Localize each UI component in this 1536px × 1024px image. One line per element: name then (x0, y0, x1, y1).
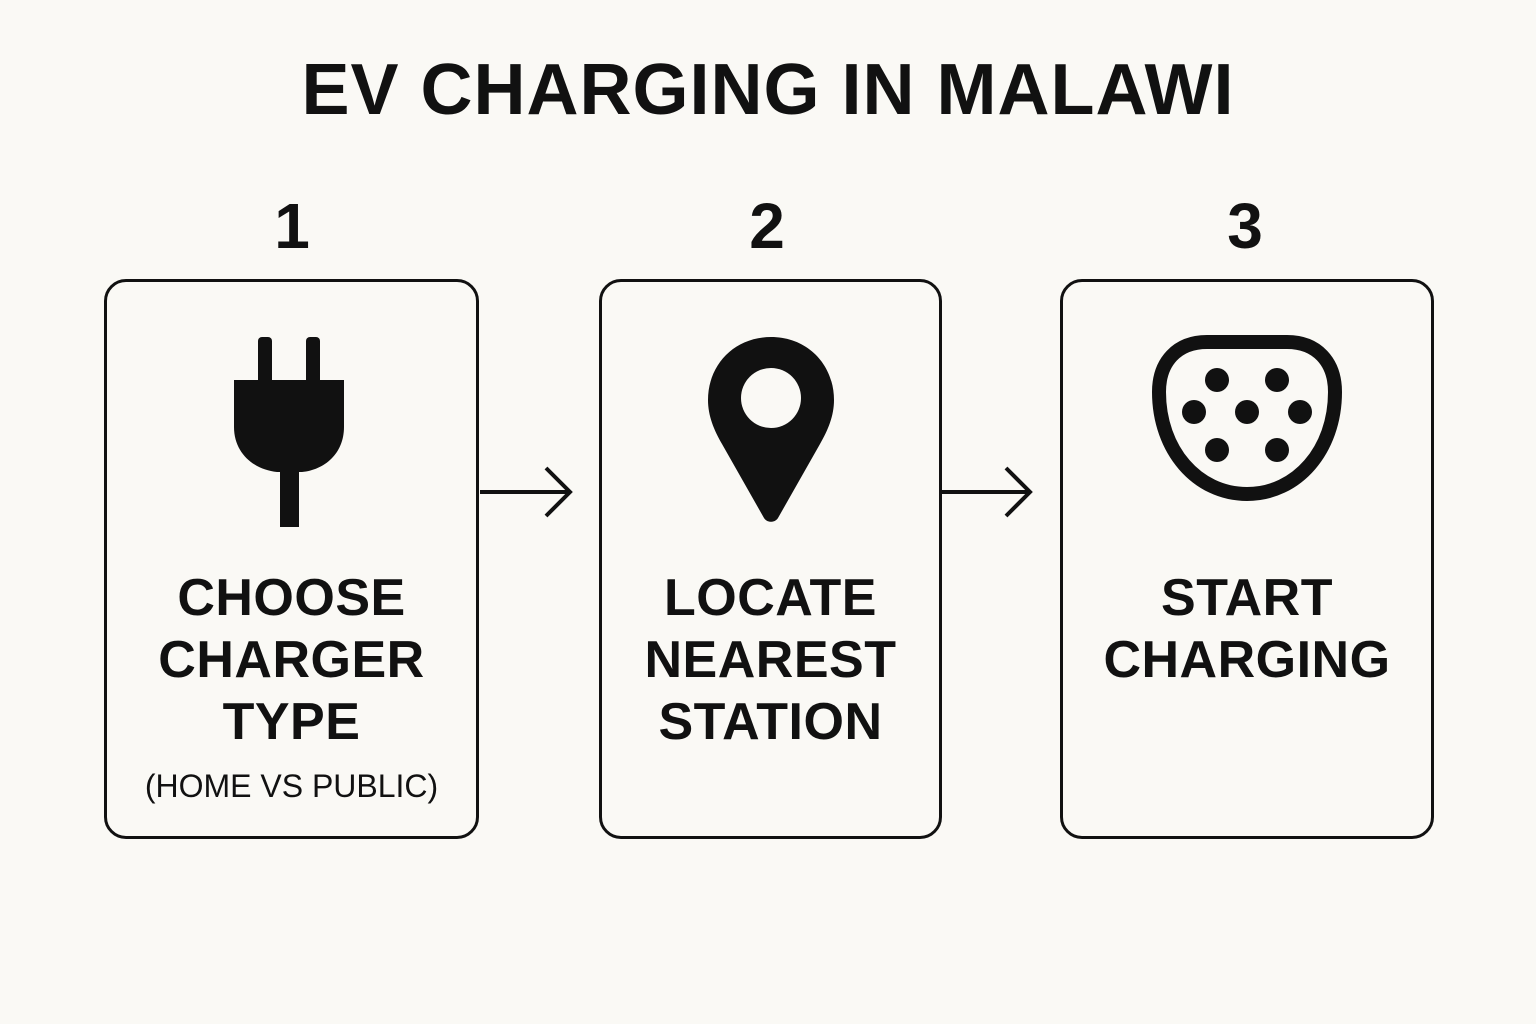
charging-connector-icon (1063, 282, 1431, 542)
page-title: EV CHARGING IN MALAWI (301, 50, 1235, 130)
step-3-number: 3 (1227, 190, 1263, 262)
step-3-label-line-2: CHARGING (1103, 631, 1391, 689)
plug-icon (107, 282, 476, 542)
step-3-card: START CHARGING (1060, 279, 1434, 839)
step-1-card: CHOOSE CHARGER TYPE (HOME VS PUBLIC) (104, 279, 479, 839)
step-2-label-line-1: LOCATE (664, 569, 877, 627)
step-3-label-line-1: START (1161, 569, 1333, 627)
step-2-number: 2 (749, 190, 785, 262)
arrow-right-icon (480, 466, 573, 518)
step-2-label-line-3: STATION (658, 693, 883, 751)
step-2-card: LOCATE NEAREST STATION (599, 279, 942, 839)
step-1-text: CHOOSE CHARGER TYPE (HOME VS PUBLIC) (107, 567, 476, 805)
step-2-label-line-2: NEAREST (644, 631, 897, 689)
step-1-label-line-2: CHARGER (158, 631, 425, 689)
step-1-label-line-1: CHOOSE (177, 569, 406, 627)
step-2-text: LOCATE NEAREST STATION (602, 567, 939, 753)
location-pin-icon (602, 282, 939, 542)
step-1-label-line-3: TYPE (222, 693, 361, 751)
step-1-subtitle: (HOME VS PUBLIC) (144, 768, 439, 804)
step-3-text: START CHARGING (1063, 567, 1431, 691)
step-1-number: 1 (274, 190, 310, 262)
arrow-right-icon (942, 466, 1033, 518)
